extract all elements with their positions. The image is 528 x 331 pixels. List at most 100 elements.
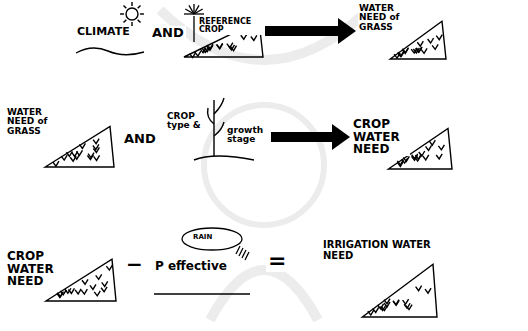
grass-tuft bbox=[96, 274, 102, 279]
operator-label: = bbox=[266, 250, 288, 272]
grass-tuft bbox=[426, 145, 432, 150]
grass-tuft bbox=[65, 288, 71, 293]
rain-drop bbox=[245, 252, 249, 260]
watermark-shape bbox=[160, 10, 368, 320]
grass-tuft bbox=[101, 287, 107, 292]
grass-tuft bbox=[413, 48, 419, 53]
arrow-shaft bbox=[271, 132, 334, 142]
node-text: WATER NEED of GRASS bbox=[358, 4, 408, 32]
grass-tuft bbox=[402, 48, 408, 53]
node-text: WATER NEED of GRASS bbox=[6, 108, 58, 136]
tree-leaf bbox=[189, 5, 194, 14]
sun-ray bbox=[140, 13, 144, 14]
plant-leaf bbox=[208, 108, 214, 124]
grass-tuft bbox=[393, 300, 399, 305]
rain-drop bbox=[242, 250, 246, 258]
arrow-head bbox=[332, 124, 350, 150]
grass-tuft bbox=[421, 48, 427, 53]
node-text: CLIMATE bbox=[76, 26, 131, 38]
operator-label: AND bbox=[150, 26, 186, 39]
tree-trunk bbox=[193, 16, 194, 42]
sun-ray bbox=[138, 6, 141, 9]
grass-tuft bbox=[53, 161, 59, 166]
grass-tuft bbox=[106, 265, 112, 270]
sun bbox=[126, 8, 138, 20]
grass-tuft bbox=[419, 151, 425, 156]
sun-ray bbox=[131, 2, 132, 6]
node-text: CROP WATER NEED bbox=[352, 118, 410, 156]
hill-outline bbox=[362, 264, 437, 317]
sun-ray bbox=[124, 20, 127, 23]
grass-tuft bbox=[429, 140, 435, 145]
sun-ray bbox=[120, 13, 124, 14]
ground-line bbox=[154, 293, 250, 294]
grass-tuft bbox=[398, 52, 404, 57]
grass-tuft bbox=[87, 155, 93, 160]
grass-tuft bbox=[79, 143, 85, 148]
grass-tuft bbox=[94, 291, 100, 296]
picture-node: CLIMATE bbox=[74, 4, 146, 56]
picture-node: RAIN P effective bbox=[150, 226, 254, 298]
rain-drop bbox=[236, 246, 240, 254]
grass-tuft bbox=[425, 288, 431, 293]
grass-tuft bbox=[217, 43, 223, 48]
plant-stem bbox=[213, 100, 214, 156]
picture-node: CROP WATER NEED bbox=[350, 108, 454, 172]
grass-tuft bbox=[428, 38, 434, 43]
grass-tuft bbox=[90, 284, 96, 289]
grass-tuft bbox=[57, 292, 63, 297]
grass-tuft bbox=[204, 47, 210, 52]
grass-tuft bbox=[57, 292, 63, 297]
picture-node: WATER NEED of GRASS bbox=[356, 2, 448, 62]
grass-tuft bbox=[75, 289, 81, 294]
grass-tuft bbox=[82, 279, 88, 284]
grass-tuft bbox=[417, 41, 423, 46]
grass-tuft bbox=[402, 48, 408, 53]
grass-tuft bbox=[227, 43, 233, 48]
grass-tuft bbox=[102, 281, 108, 286]
sun-ray bbox=[138, 20, 141, 23]
picture-node: CROP WATER NEED bbox=[4, 238, 118, 304]
grass-tuft bbox=[436, 154, 442, 159]
sun-ray bbox=[131, 22, 132, 26]
picture-node: IRRIGATION WATER NEED bbox=[318, 238, 439, 320]
picture-node: CROP type & growth stage bbox=[164, 94, 271, 166]
node-text: CROP WATER NEED bbox=[6, 250, 64, 288]
picture-node: REFERENCE CROP bbox=[182, 2, 265, 60]
grass-tuft bbox=[393, 300, 399, 305]
plant-leaf bbox=[214, 122, 224, 136]
node-text: P effective bbox=[154, 260, 228, 273]
grass-tuft bbox=[94, 155, 100, 160]
tree-leaf bbox=[194, 13, 204, 14]
grass-tuft bbox=[368, 310, 374, 315]
node-text: REFERENCE CROP bbox=[198, 18, 262, 35]
plant-leaf bbox=[214, 98, 224, 114]
grass-tuft bbox=[72, 151, 78, 156]
arrow-shaft bbox=[265, 26, 340, 36]
node-text: RAIN bbox=[192, 234, 213, 241]
rain-cloud bbox=[182, 228, 249, 260]
picture-node: WATER NEED of GRASS bbox=[4, 106, 116, 170]
block-arrow bbox=[271, 124, 350, 150]
grass-tuft bbox=[93, 147, 99, 152]
sun-symbol bbox=[120, 2, 144, 26]
grass-tuft bbox=[81, 289, 87, 294]
tree-leaf bbox=[194, 9, 203, 14]
grass-tuft bbox=[251, 35, 257, 40]
operator-label: AND bbox=[122, 132, 158, 145]
cloud bbox=[182, 228, 242, 250]
grass-tuft bbox=[416, 286, 422, 291]
node-text: CROP type & bbox=[166, 112, 206, 131]
grass-tuft bbox=[438, 145, 444, 150]
ground-line bbox=[194, 156, 254, 160]
grass-tuft bbox=[70, 156, 76, 161]
grass-tuft bbox=[381, 306, 387, 311]
grass-tuft bbox=[436, 35, 442, 40]
rain-drop bbox=[239, 248, 243, 256]
node-text: growth stage bbox=[226, 126, 268, 145]
sun-ray bbox=[124, 6, 127, 9]
hill-line bbox=[76, 48, 144, 55]
grass-tuft bbox=[241, 34, 247, 39]
